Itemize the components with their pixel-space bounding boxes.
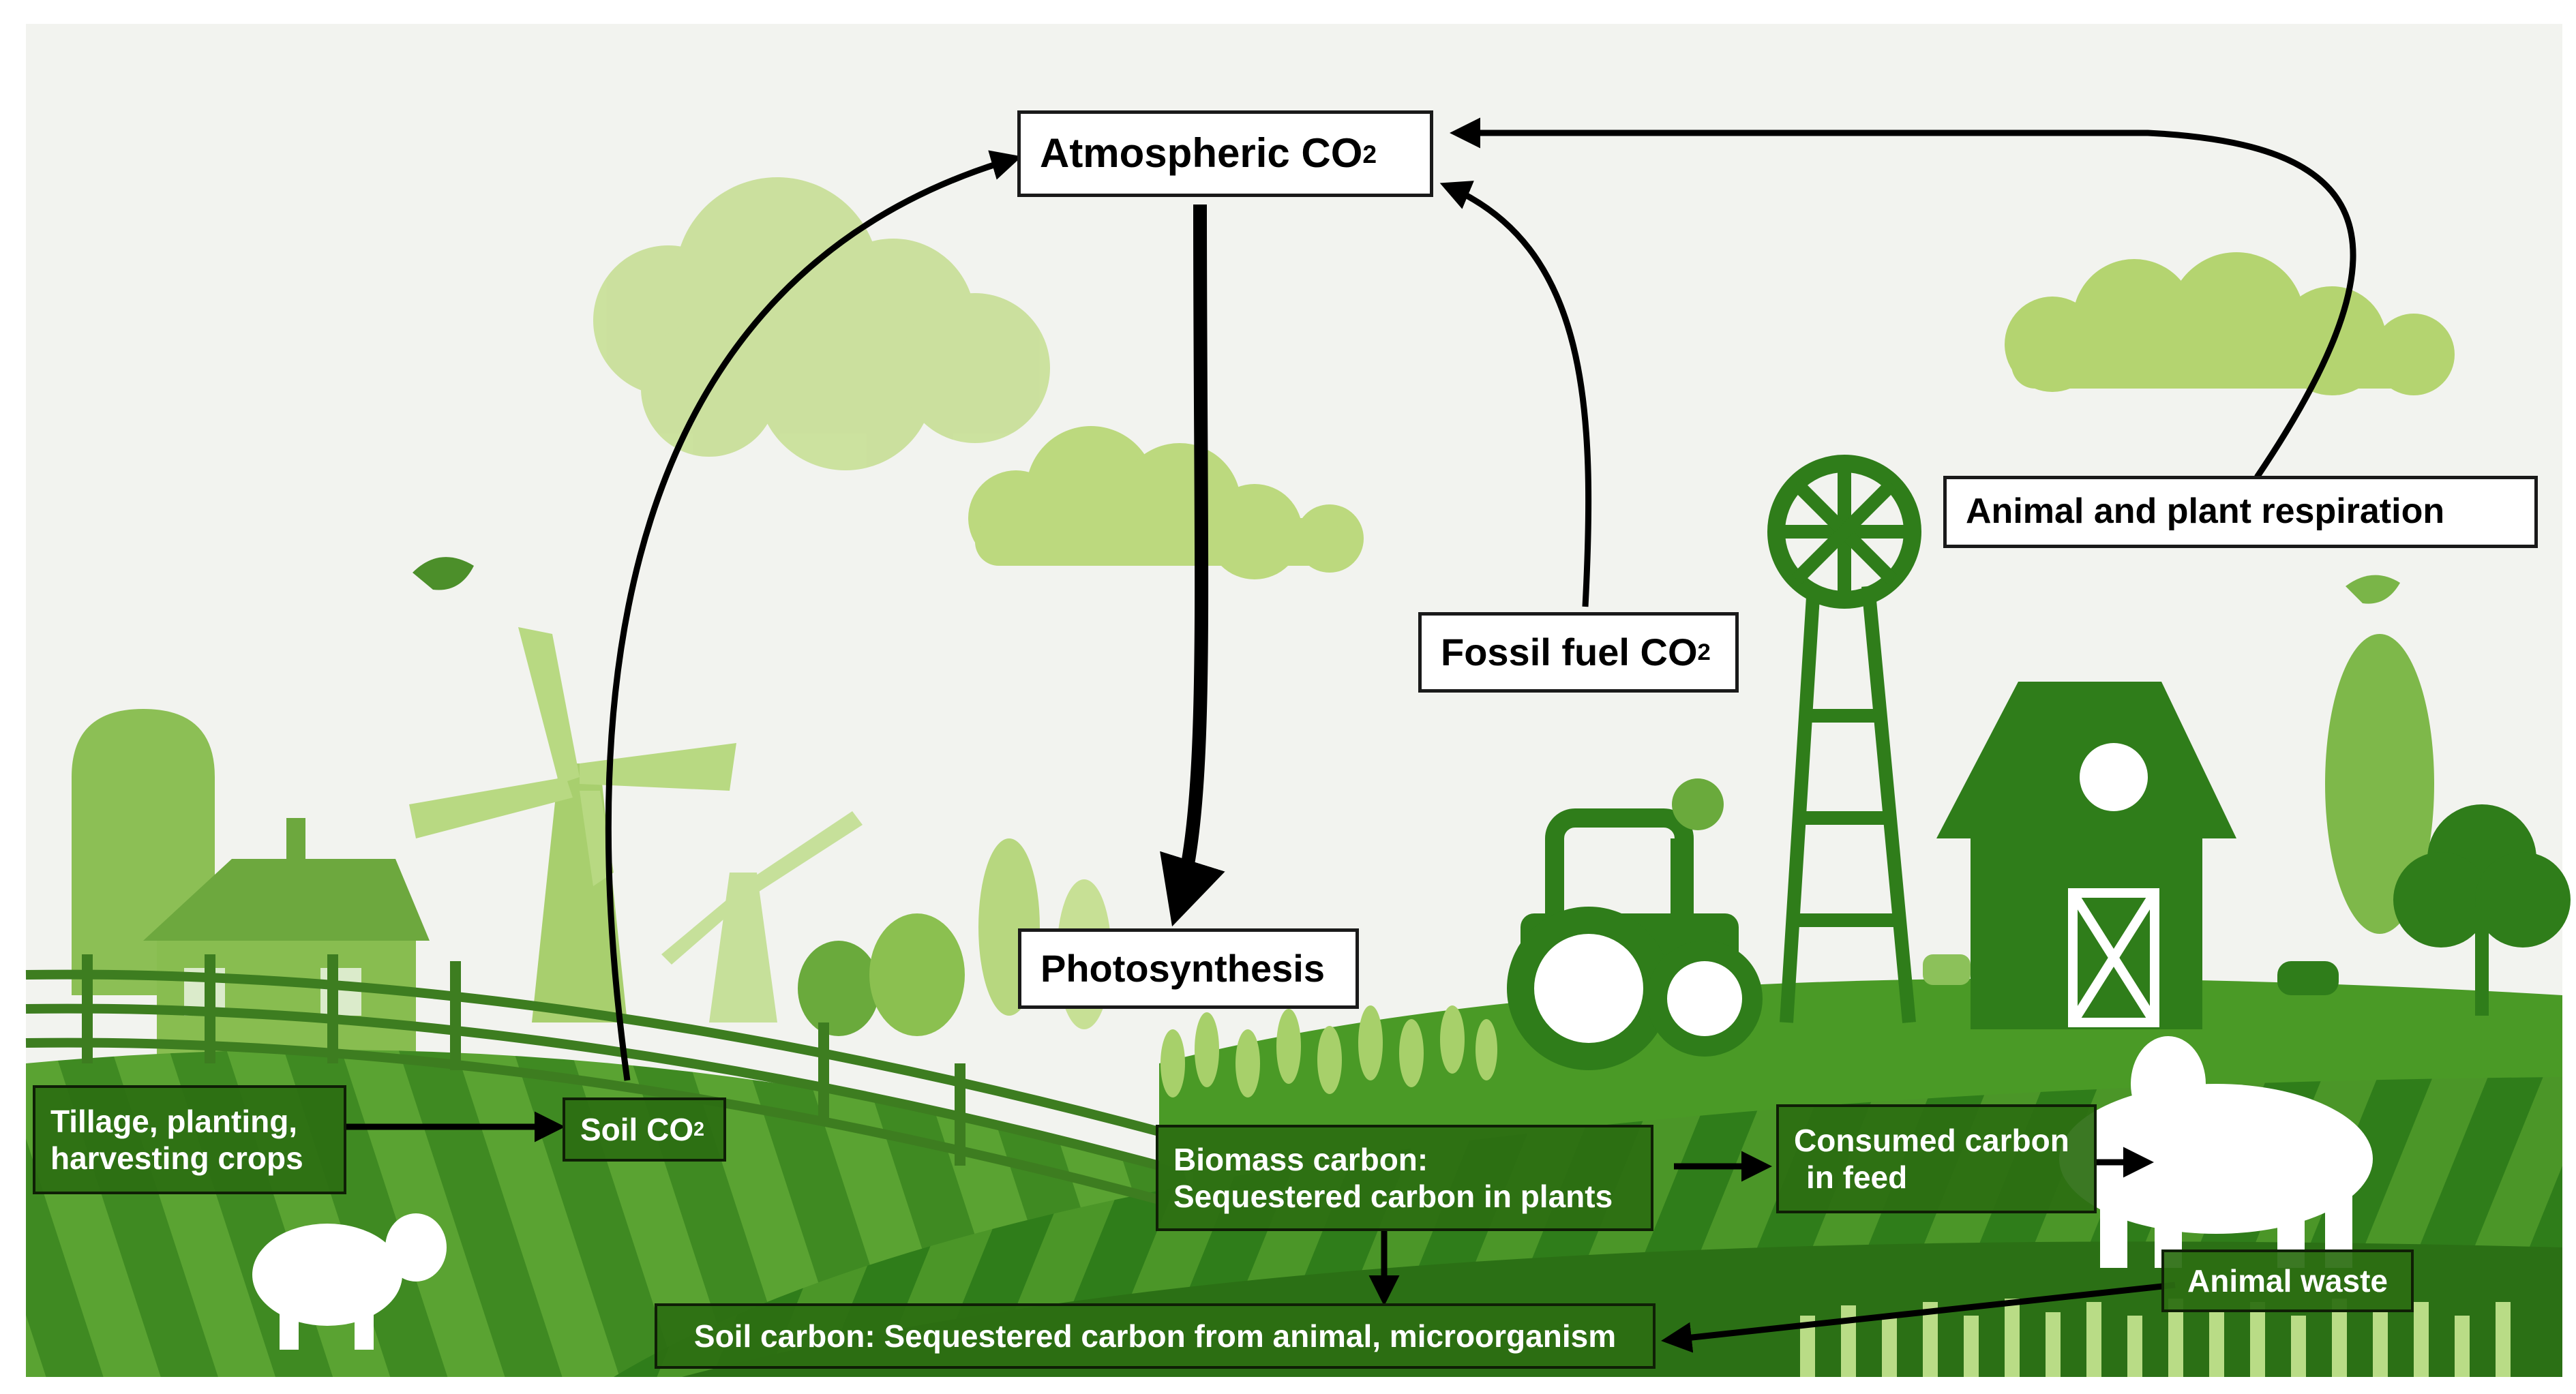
wheat-field (1160, 1005, 1497, 1097)
tree-round-right (2393, 804, 2571, 1016)
fence-posts (82, 954, 965, 1166)
cloud-right (2005, 252, 2455, 395)
arrow-atmosphere-to-photosynthesis (1160, 204, 1225, 927)
soil-carbon-label: Soil carbon: Sequestered carbon from ani… (655, 1303, 1656, 1369)
windmill-left (409, 627, 736, 1022)
arrow-waste-to-soilcarbon (1661, 1282, 2176, 1353)
fossil-fuel-co2-text: Fossil fuel CO (1441, 630, 1698, 673)
biomass-line2: Sequestered carbon in plants (1173, 1179, 1613, 1214)
bird-right (2346, 575, 2400, 604)
consumed-line1: Consumed carbon (1794, 1122, 2069, 1158)
cloud-left (593, 177, 1050, 470)
soil-carbon-text: Soil carbon: Sequestered carbon from ani… (693, 1318, 1617, 1354)
barn (1936, 682, 2236, 1029)
sheep-white (252, 1213, 447, 1350)
tillage-line2: harvesting crops (50, 1140, 303, 1176)
bird-left (413, 557, 474, 590)
biomass-line1: Biomass carbon: (1173, 1141, 1428, 1177)
arrows (346, 117, 2356, 1353)
photosynthesis-label: Photosynthesis (1018, 928, 1359, 1009)
tillage-label: Tillage, planting, harvesting crops (33, 1085, 346, 1194)
fence (25, 969, 1160, 1204)
windpump (1767, 455, 1921, 1023)
sheep-dark (2277, 961, 2339, 995)
cloud-center (968, 426, 1364, 579)
tree-tall-right (2325, 634, 2434, 934)
windmill-right-small (661, 811, 863, 1022)
arrow-fossil-to-atmosphere (1439, 181, 1592, 607)
biomass-carbon-label: Biomass carbon: Sequestered carbon in pl… (1156, 1125, 1653, 1231)
tillage-line1: Tillage, planting, (50, 1103, 298, 1139)
tractor (1507, 778, 1763, 1070)
arrow-soil-to-atmosphere (605, 150, 1022, 1081)
atmospheric-co2-text: Atmospheric CO (1040, 130, 1363, 177)
respiration-text: Animal and plant respiration (1966, 491, 2445, 532)
animal-waste-text: Animal waste (2187, 1262, 2388, 1299)
consumed-line2: in feed (1806, 1160, 1908, 1195)
photosynthesis-text: Photosynthesis (1040, 946, 1325, 990)
soil-co2-text: Soil CO (580, 1111, 694, 1147)
arrow-respiration-to-atmosphere (1450, 117, 2356, 479)
animal-waste-label: Animal waste (2161, 1249, 2414, 1312)
wheat-front (1800, 1299, 2511, 1377)
respiration-label: Animal and plant respiration (1943, 476, 2538, 548)
consumed-carbon-label: Consumed carbon in feed (1776, 1104, 2097, 1213)
goat-small (1923, 954, 1971, 985)
